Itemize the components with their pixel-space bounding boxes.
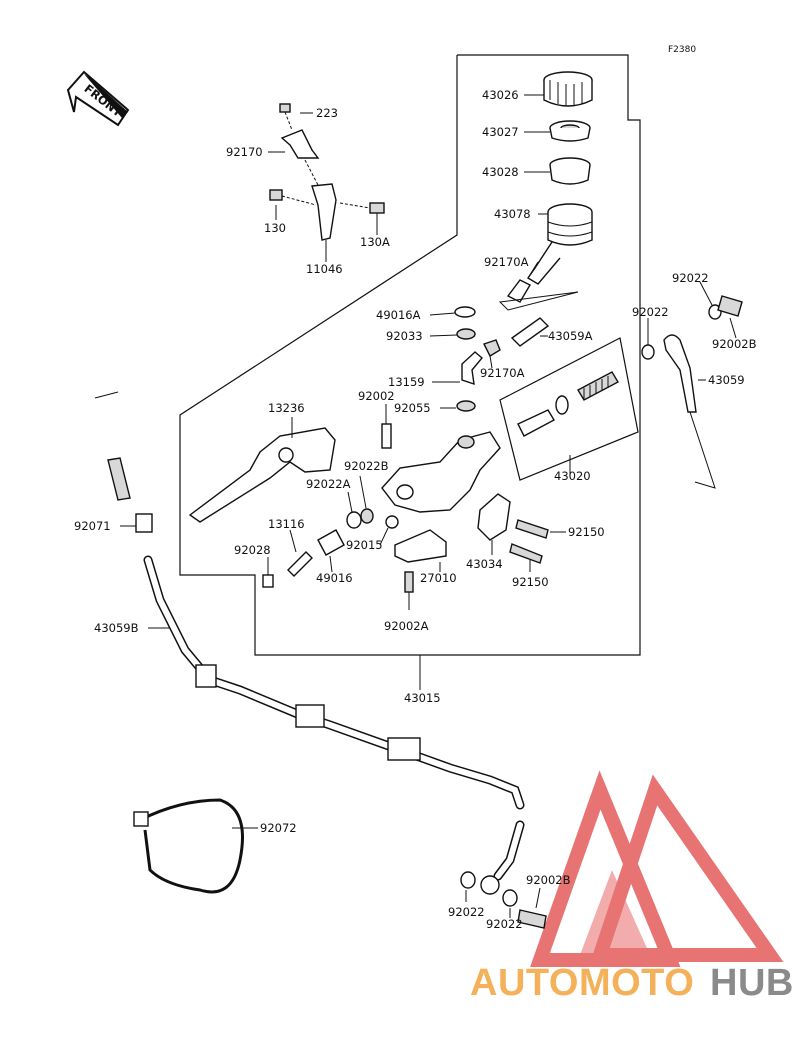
label-92071: 92071 bbox=[74, 519, 111, 533]
label-92022-r2: 92022 bbox=[672, 271, 709, 285]
label-92170: 92170 bbox=[226, 145, 263, 159]
label-13116: 13116 bbox=[268, 517, 305, 531]
label-43020: 43020 bbox=[554, 469, 591, 483]
label-223: 223 bbox=[316, 106, 338, 120]
part-92072-band bbox=[139, 798, 244, 894]
label-92002b-b: 92002B bbox=[526, 873, 571, 887]
reservoir-assembly bbox=[506, 71, 593, 303]
front-arrow-badge: FRONT bbox=[66, 70, 130, 127]
label-92002a: 92002A bbox=[384, 619, 429, 633]
label-92022b: 92022B bbox=[344, 459, 389, 473]
piston-kit bbox=[517, 371, 619, 437]
part-92028-cap bbox=[262, 574, 274, 588]
label-43059b: 43059B bbox=[94, 621, 139, 635]
label-92022-r1: 92022 bbox=[632, 305, 669, 319]
label-27010: 27010 bbox=[420, 571, 457, 585]
label-92055: 92055 bbox=[394, 401, 431, 415]
part-92002b-bolt-r bbox=[717, 295, 743, 317]
watermark-logo bbox=[530, 770, 784, 967]
part-13116-pin bbox=[287, 551, 313, 577]
part-92022-washer-b1 bbox=[460, 871, 476, 889]
part-49016-pivot bbox=[317, 529, 345, 556]
label-92170a-top: 92170A bbox=[484, 255, 529, 269]
part-43034-clamp bbox=[477, 493, 511, 541]
label-92170a: 92170A bbox=[480, 366, 525, 380]
part-92071-hose-end bbox=[107, 457, 131, 501]
assembly-boundary-43015 bbox=[179, 54, 641, 656]
kit-box-43020 bbox=[499, 337, 639, 481]
label-43026: 43026 bbox=[482, 88, 519, 102]
part-13236-lever bbox=[188, 427, 336, 523]
part-27010-switch bbox=[394, 529, 447, 563]
label-49016: 49016 bbox=[316, 571, 353, 585]
label-43059: 43059 bbox=[708, 373, 745, 387]
watermark-text-left: AUTOMOTO bbox=[470, 962, 694, 1004]
part-92015-nut bbox=[385, 515, 399, 529]
label-92150-a: 92150 bbox=[568, 525, 605, 539]
diagram-code: F2380 bbox=[668, 45, 696, 55]
label-92015: 92015 bbox=[346, 538, 383, 552]
label-92002: 92002 bbox=[358, 389, 395, 403]
label-130a: 130A bbox=[360, 235, 390, 249]
part-92002b-bolt-b bbox=[517, 909, 547, 929]
part-13159-fitting bbox=[461, 351, 483, 386]
label-43034: 43034 bbox=[466, 557, 503, 571]
label-13236: 13236 bbox=[268, 401, 305, 415]
label-92072: 92072 bbox=[260, 821, 297, 835]
part-92033-ring bbox=[456, 328, 476, 340]
part-43059-hose-end bbox=[663, 334, 697, 413]
label-43027: 43027 bbox=[482, 125, 519, 139]
part-43059b-hose bbox=[143, 555, 525, 881]
part-92150-bolt-b bbox=[509, 543, 543, 564]
label-13159: 13159 bbox=[388, 375, 425, 389]
label-92002b-r: 92002B bbox=[712, 337, 757, 351]
bracket-assembly bbox=[269, 103, 385, 241]
part-49016a-washer bbox=[454, 306, 476, 318]
label-92022-b1: 92022 bbox=[448, 905, 485, 919]
part-92022b-washer bbox=[360, 508, 374, 524]
part-92170a-clip bbox=[483, 339, 501, 357]
label-92022-b2: 92022 bbox=[486, 917, 523, 931]
master-cylinder-body bbox=[381, 431, 501, 513]
label-92022a: 92022A bbox=[306, 477, 351, 491]
label-11046: 11046 bbox=[306, 262, 343, 276]
part-92055-washer bbox=[456, 400, 476, 412]
part-92022-washer-r1 bbox=[641, 344, 655, 360]
part-43059a-hose bbox=[510, 317, 550, 347]
watermark-text-right: HUB bbox=[710, 962, 794, 1004]
label-43015: 43015 bbox=[404, 691, 441, 705]
label-92150-b: 92150 bbox=[512, 575, 549, 589]
label-49016a: 49016A bbox=[376, 308, 421, 322]
part-92022-washer-b2 bbox=[502, 889, 518, 907]
label-130: 130 bbox=[264, 221, 286, 235]
part-92071-sleeve bbox=[135, 513, 153, 533]
label-43028: 43028 bbox=[482, 165, 519, 179]
part-92022a-washer bbox=[346, 511, 362, 529]
part-92002a-screw bbox=[404, 571, 414, 593]
part-92002-bolt bbox=[381, 423, 392, 449]
part-labels: 223 92170 130 130A 11046 43026 43027 430… bbox=[74, 88, 757, 931]
label-92033: 92033 bbox=[386, 329, 423, 343]
label-43059a: 43059A bbox=[548, 329, 593, 343]
label-92028: 92028 bbox=[234, 543, 271, 557]
label-43078: 43078 bbox=[494, 207, 531, 221]
part-92150-bolt-a bbox=[515, 519, 549, 539]
